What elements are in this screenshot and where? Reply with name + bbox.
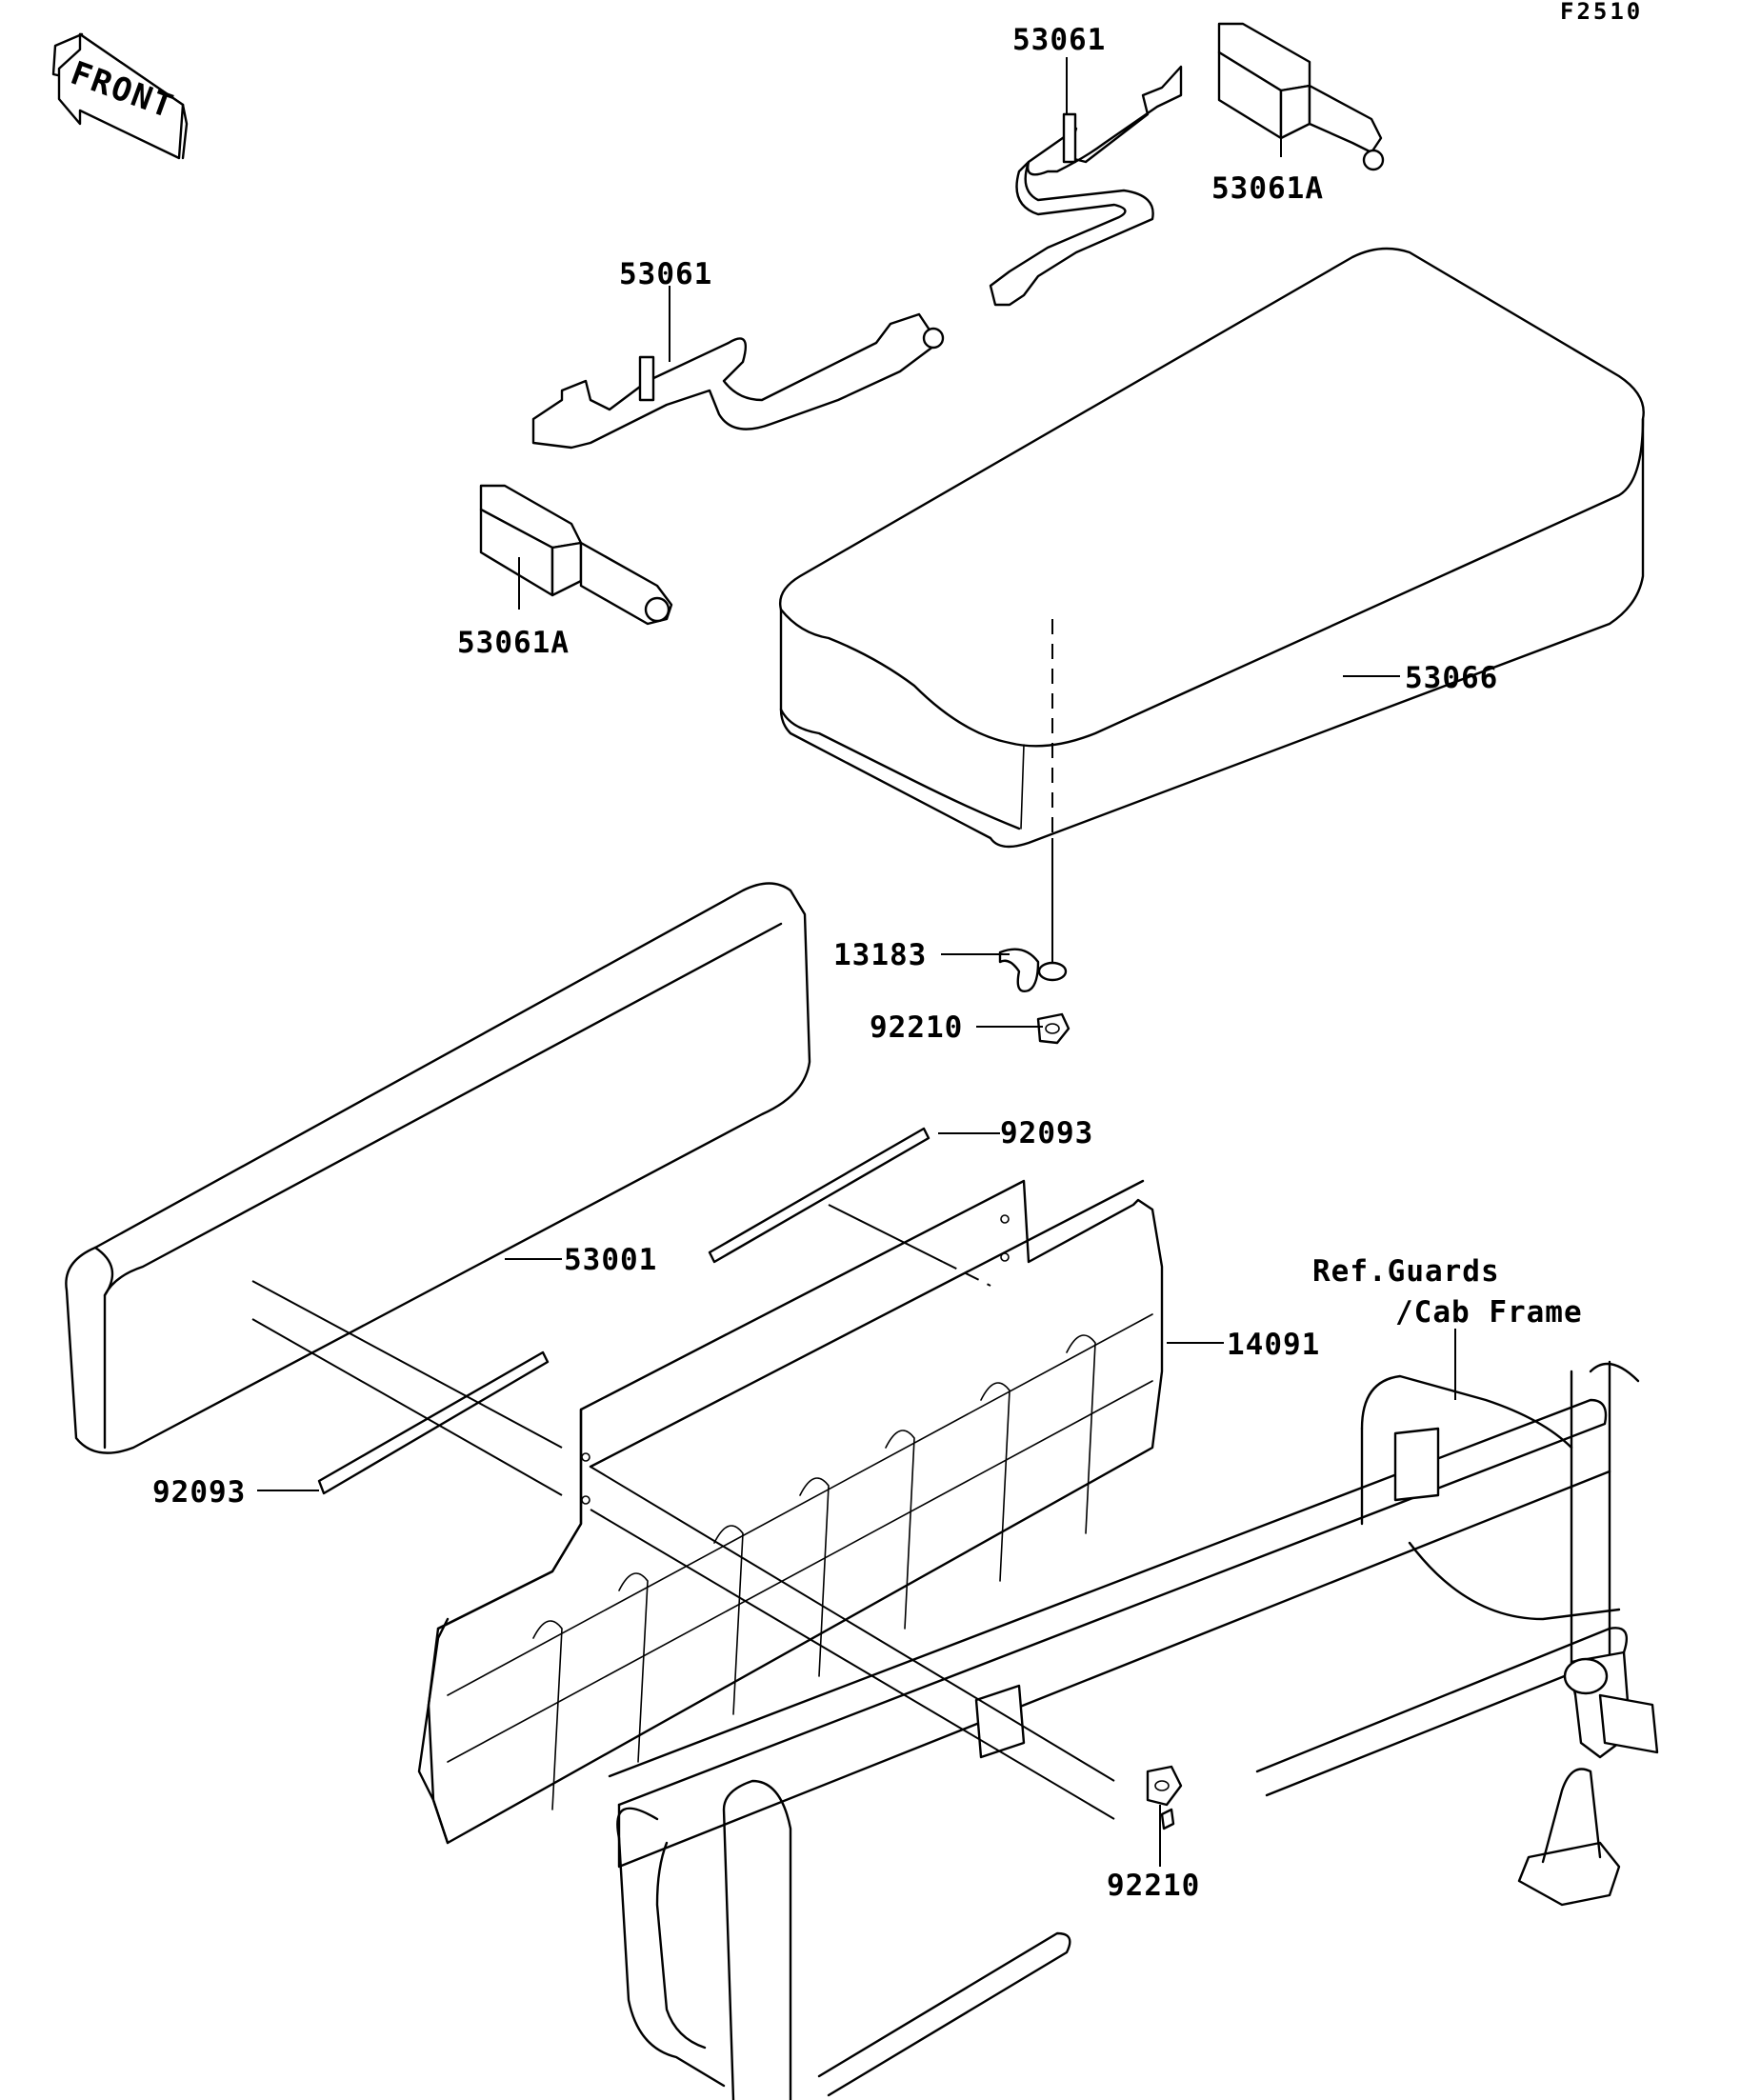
part-label-53066: 53066	[1405, 661, 1498, 695]
part-label-14091: 14091	[1227, 1328, 1320, 1362]
part-label-92210-lower: 92210	[1107, 1869, 1200, 1903]
nut-92210-lower	[1146, 1765, 1183, 1807]
part-label-92093-upper: 92093	[1000, 1116, 1093, 1150]
seat-bracket-upper-right	[1217, 22, 1385, 171]
part-label-53061-upper: 53061	[1012, 23, 1106, 57]
seat-panel-14091	[417, 1179, 1164, 1845]
assembly-lines	[251, 619, 1115, 1820]
part-label-53061a-upper: 53061A	[1211, 171, 1324, 206]
seat-strap-left	[531, 312, 945, 450]
seat-bottom-53001	[65, 882, 811, 1454]
clip-13183	[998, 948, 1068, 992]
part-label-92210-upper: 92210	[870, 1010, 963, 1045]
part-label-53061a-left: 53061A	[457, 626, 570, 660]
trim-strip-upper-92093	[708, 1127, 931, 1264]
part-label-92093-lower: 92093	[152, 1475, 246, 1510]
front-arrow-icon: FRONT	[51, 32, 189, 160]
seat-bracket-left	[479, 484, 673, 626]
leader-lines	[257, 57, 1456, 1867]
part-label-13183: 13183	[833, 938, 927, 972]
seat-strap-upper-right	[989, 65, 1183, 307]
seat-back-53066	[779, 247, 1645, 849]
reference-note-line1: Ref.Guards	[1312, 1254, 1500, 1289]
cab-frame-reference	[608, 1360, 1659, 2100]
part-label-53061-left: 53061	[619, 257, 712, 291]
figure-id: F2510	[1560, 0, 1643, 25]
reference-note-line2: /Cab Frame	[1395, 1295, 1583, 1330]
nut-92210-upper	[1036, 1012, 1071, 1045]
part-label-53001: 53001	[564, 1243, 657, 1277]
